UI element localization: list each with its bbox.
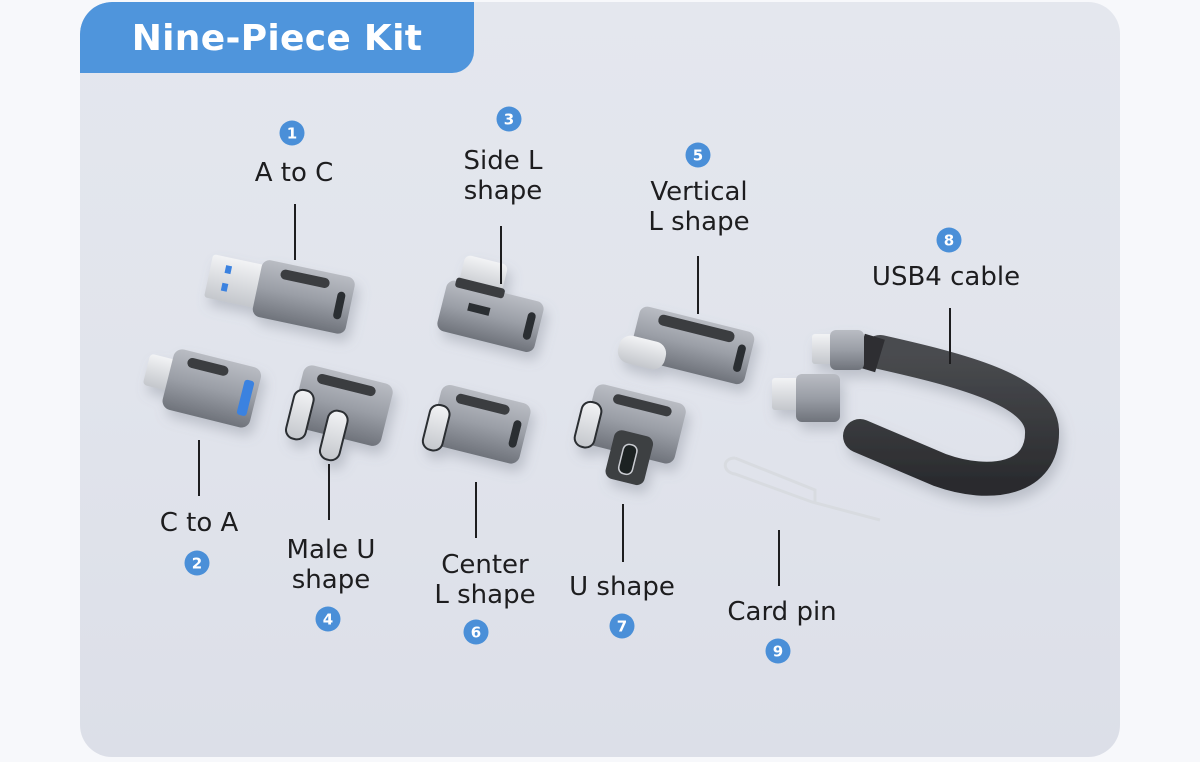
- item-label-a-to-c: A to C: [254, 158, 334, 188]
- item-label-side-l-shape: Side L shape: [463, 146, 543, 206]
- leader-line-3: [500, 226, 502, 284]
- leader-line-5: [697, 256, 699, 314]
- number-badge-4: 4: [315, 606, 341, 632]
- item-label-center-l-shape: Center L shape: [434, 550, 536, 610]
- usb4-cable-icon: [772, 330, 1059, 496]
- leader-line-4: [328, 464, 330, 520]
- leader-line-7: [622, 504, 624, 562]
- number-badge-7: 7: [609, 613, 635, 639]
- number-badge-8: 8: [936, 227, 962, 253]
- leader-line-6: [475, 482, 477, 538]
- leader-line-2: [198, 440, 200, 496]
- number-badge-5: 5: [685, 142, 711, 168]
- card-pin-icon: [723, 456, 881, 522]
- item-label-c-to-a: C to A: [159, 508, 239, 538]
- item-label-male-u-shape: Male U shape: [286, 535, 376, 595]
- item-label-usb4-cable: USB4 cable: [871, 262, 1021, 292]
- adapter-a-to-c-icon: [204, 254, 355, 334]
- adapter-side-l-icon: [437, 255, 544, 352]
- leader-line-8: [949, 308, 951, 364]
- adapter-c-to-a-icon: [143, 349, 262, 428]
- leader-line-1: [294, 204, 296, 260]
- adapter-u-shape-icon: [573, 384, 686, 486]
- page-title: Nine-Piece Kit: [131, 18, 423, 59]
- item-label-u-shape: U shape: [569, 572, 675, 602]
- item-label-card-pin: Card pin: [727, 597, 837, 627]
- number-badge-9: 9: [765, 638, 791, 664]
- adapter-male-u-icon: [284, 365, 393, 462]
- adapter-vertical-l-icon: [617, 306, 755, 385]
- number-badge-3: 3: [496, 106, 522, 132]
- number-badge-6: 6: [463, 619, 489, 645]
- title-banner: Nine-Piece Kit: [80, 2, 474, 73]
- number-badge-1: 1: [279, 120, 305, 146]
- number-badge-2: 2: [184, 550, 210, 576]
- item-label-vertical-l-shape: Vertical L shape: [648, 177, 750, 237]
- adapter-center-l-icon: [421, 384, 531, 464]
- leader-line-9: [778, 530, 780, 586]
